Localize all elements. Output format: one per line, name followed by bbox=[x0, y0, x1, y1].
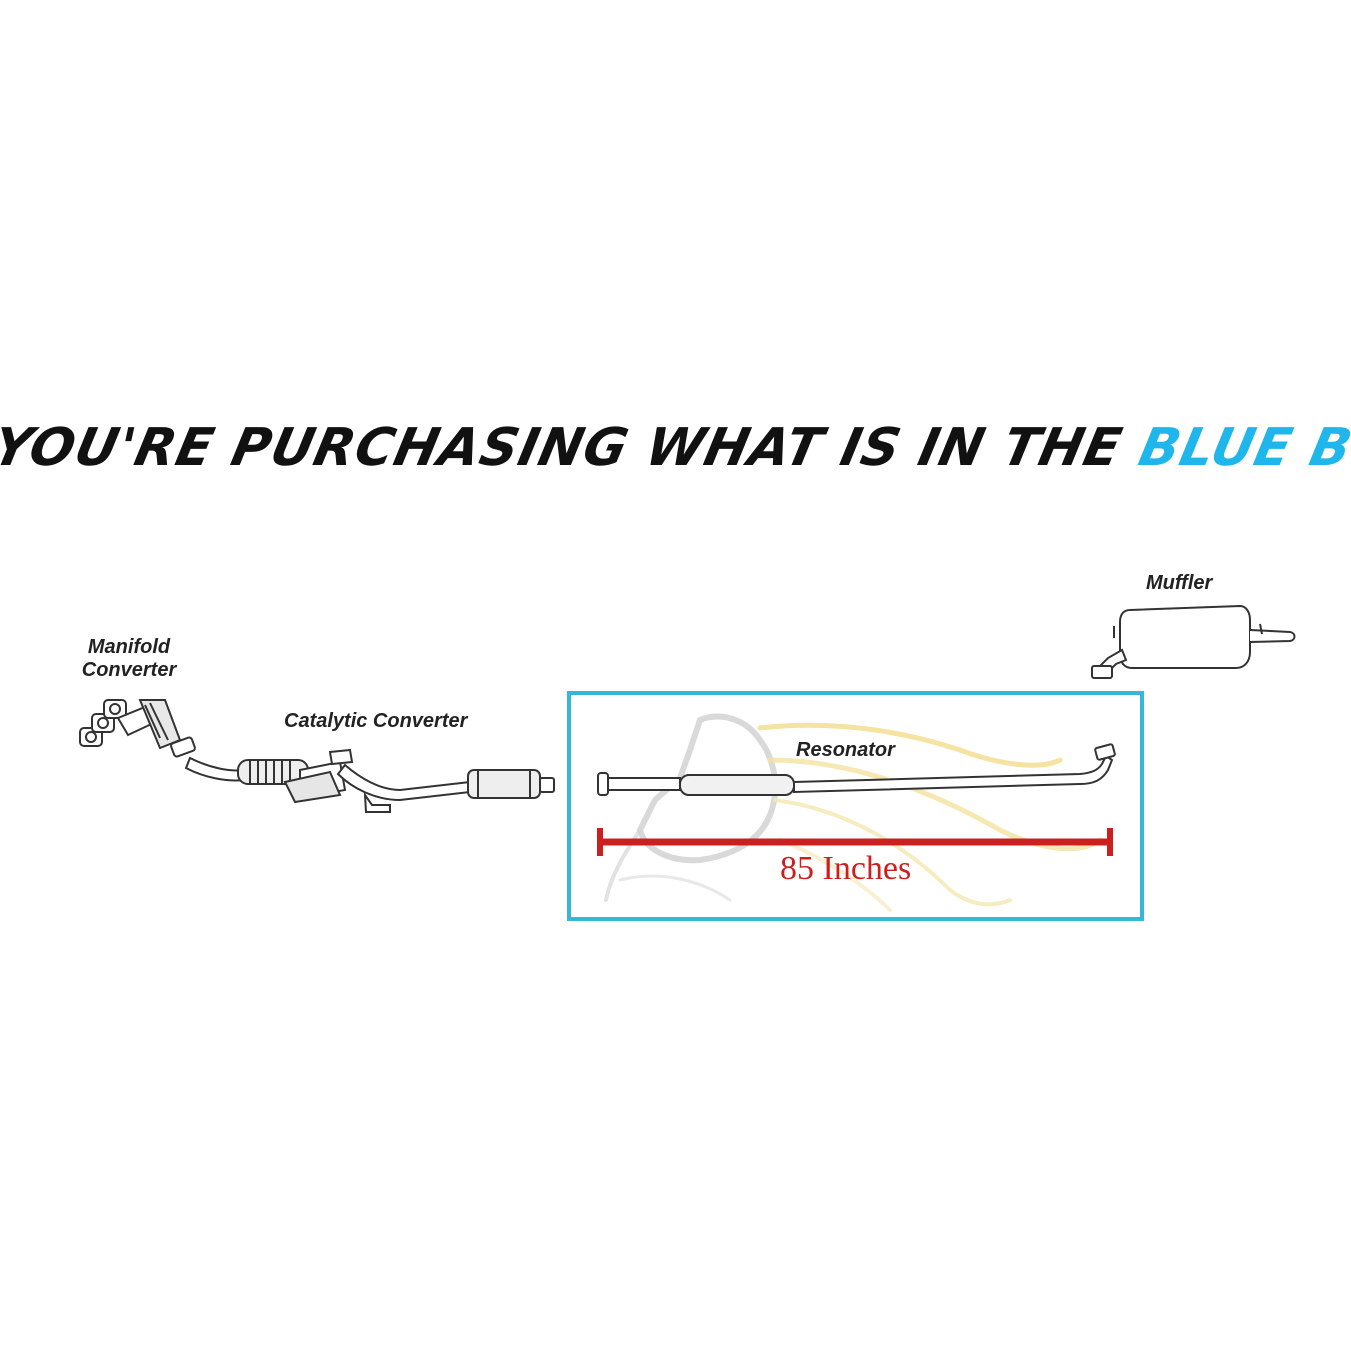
catalytic-converter-label: Catalytic Converter bbox=[284, 710, 468, 732]
blue-box bbox=[567, 691, 1144, 921]
resonator-label: Resonator bbox=[796, 739, 895, 761]
manifold-label-line2: Converter bbox=[81, 659, 177, 681]
front-pipe-part bbox=[184, 748, 555, 813]
manifold-converter-label: Manifold Converter bbox=[68, 636, 190, 682]
horse-watermark-logo bbox=[604, 713, 1103, 912]
measurement-bar bbox=[597, 828, 1113, 856]
manifold-converter-part bbox=[79, 699, 196, 758]
manifold-label-line1: Manifold bbox=[87, 636, 171, 658]
measurement-label: 85 Inches bbox=[780, 850, 912, 887]
muffler-label: Muffler bbox=[1146, 572, 1213, 594]
resonator-pipe-part bbox=[597, 743, 1116, 796]
muffler-part bbox=[1091, 604, 1296, 679]
